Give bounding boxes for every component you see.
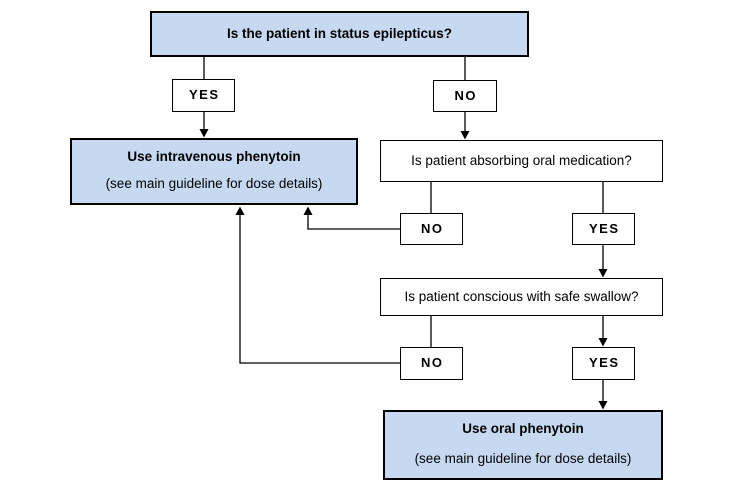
node-status-no: NO [433, 80, 497, 112]
node-absorbing-no: NO [400, 213, 463, 245]
node-oral-outcome-title: Use oral phenytoin [462, 421, 584, 436]
node-status-yes: YES [172, 79, 235, 112]
node-absorbing-yes-label: YES [588, 220, 620, 236]
node-status-question: Is the patient in status epilepticus? [150, 11, 529, 57]
node-status-yes-label: YES [188, 87, 220, 103]
node-status-question-label: Is the patient in status epilepticus? [226, 25, 453, 41]
node-swallow-yes: YES [572, 347, 635, 380]
node-status-no-label: NO [454, 87, 477, 103]
node-swallow-yes-label: YES [588, 355, 620, 371]
node-oral-outcome: Use oral phenytoin (see main guideline f… [383, 410, 663, 480]
node-iv-outcome: Use intravenous phenytoin (see main guid… [70, 138, 358, 205]
node-iv-outcome-note: (see main guideline for dose details) [105, 176, 323, 192]
edge-absorbing-no-to-iv [307, 215, 400, 230]
node-swallow-no-label: NO [421, 355, 444, 371]
edge-swallow-no-to-iv [239, 215, 400, 364]
node-oral-outcome-note: (see main guideline for dose details) [414, 451, 632, 467]
node-swallow-question: Is patient conscious with safe swallow? [380, 278, 663, 316]
node-iv-outcome-title: Use intravenous phenytoin [127, 149, 301, 164]
node-absorbing-question: Is patient absorbing oral medication? [380, 140, 663, 182]
arrowhead-into-swallow-yes [598, 338, 608, 347]
node-absorbing-question-label: Is patient absorbing oral medication? [411, 152, 632, 168]
node-swallow-question-label: Is patient conscious with safe swallow? [404, 288, 639, 304]
arrowhead-into-swallow [598, 269, 608, 278]
node-absorbing-no-label: NO [421, 220, 444, 236]
arrowhead-absorbing-no-into-iv [303, 206, 313, 215]
arrowhead-swallow-no-into-iv [235, 206, 245, 215]
node-swallow-no: NO [400, 347, 463, 380]
node-absorbing-yes: YES [572, 213, 635, 245]
arrowhead-into-absorbing [460, 131, 470, 140]
arrowhead-into-iv [199, 129, 209, 138]
arrowhead-into-oral [598, 401, 608, 410]
